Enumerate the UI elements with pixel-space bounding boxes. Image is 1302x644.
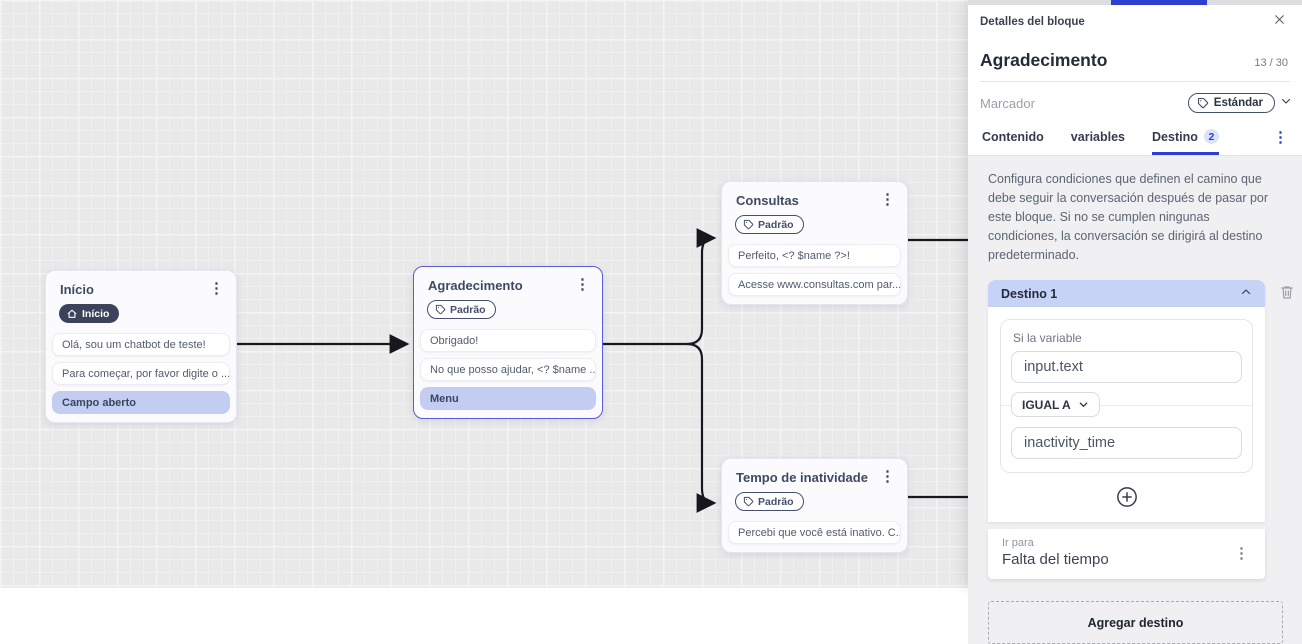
chevron-up-icon[interactable] [1240,285,1252,303]
add-condition-icon[interactable] [1116,486,1138,508]
destination-description: Configura condiciones que definen el cam… [988,170,1280,265]
tag-icon [1197,97,1209,109]
node-consultas[interactable]: Consultas ⋮ Padrão Perfeito, <? $name ?>… [721,181,908,305]
tab-destino[interactable]: Destino 2 [1152,129,1219,155]
node-menu-icon[interactable]: ⋮ [880,470,895,484]
message-item[interactable]: Para começar, por favor digite o ... [52,362,230,385]
trash-icon[interactable] [1279,284,1295,305]
node-title: Tempo de inatividade [736,470,868,485]
message-item[interactable]: Percebi que você está inativo. C... [728,521,901,544]
node-menu-icon[interactable]: ⋮ [880,193,895,207]
tag-icon [743,496,754,507]
standard-tag-pill: Padrão [427,300,496,319]
go-to-menu-icon[interactable]: ⋮ [1234,544,1249,562]
tab-variables[interactable]: variables [1071,130,1125,155]
message-item[interactable]: Perfeito, <? $name ?>! [728,244,901,267]
message-item[interactable]: No que posso ajudar, <? $name ... [420,358,596,381]
chevron-down-icon[interactable] [1280,94,1292,112]
node-inicio[interactable]: Início ⋮ Início Olá, sou um chatbot de t… [45,270,237,423]
node-menu-icon[interactable]: ⋮ [209,282,224,296]
variable-input[interactable] [1011,351,1242,383]
destino-tab-content: Configura condiciones que definen el cam… [968,156,1302,644]
node-title: Agradecimento [428,278,523,293]
destination-1-header[interactable]: Destino 1 [988,280,1265,307]
panel-top-strip [968,0,1302,5]
menu-item[interactable]: Menu [420,387,596,410]
node-title: Início [60,282,94,297]
block-name[interactable]: Agradecimento [980,50,1107,71]
start-badge: Início [59,304,119,323]
message-item[interactable]: Acesse www.consultas.com par... [728,273,901,296]
marker-field[interactable]: Marcador [980,96,1035,111]
destination-1-card: Destino 1 Si la variable IGUAL A [988,280,1265,579]
go-to-label: Ir para [1002,537,1109,549]
node-tempo-inatividade[interactable]: Tempo de inatividade ⋮ Padrão Percebi qu… [721,458,908,553]
tag-icon [435,304,446,315]
block-details-panel: Detalles del bloque Agradecimento 13 / 3… [968,0,1302,588]
condition-card: Si la variable IGUAL A [1000,319,1253,473]
go-to-section[interactable]: Ir para Falta del tiempo ⋮ [988,529,1265,579]
operator-select[interactable]: IGUAL A [1011,392,1100,417]
open-field-item[interactable]: Campo aberto [52,391,230,414]
char-counter: 13 / 30 [1254,57,1288,71]
standard-tag-pill: Padrão [735,492,804,511]
node-agradecimento[interactable]: Agradecimento ⋮ Padrão Obrigado! No que … [413,266,603,419]
edge-agradecimento-consultas [687,238,712,344]
hidden-tab-indicator [1111,0,1207,5]
home-icon [67,309,77,319]
node-menu-icon[interactable]: ⋮ [575,278,590,292]
message-item[interactable]: Obrigado! [420,329,596,352]
standard-tag-pill: Padrão [735,215,804,234]
message-item[interactable]: Olá, sou um chatbot de teste! [52,333,230,356]
value-input[interactable] [1011,427,1242,459]
tab-contenido[interactable]: Contenido [982,130,1044,155]
node-title: Consultas [736,193,799,208]
tabs-menu-icon[interactable]: ⋮ [1273,128,1288,155]
go-to-value: Falta del tiempo [1002,551,1109,568]
edge-agradecimento-tempo [687,344,712,503]
condition-label: Si la variable [1013,331,1242,345]
panel-title: Detalles del bloque [980,16,1085,28]
close-icon[interactable] [1273,13,1286,31]
chevron-down-icon [1078,399,1089,410]
destino-count-badge: 2 [1204,129,1219,144]
add-destination-button[interactable]: Agregar destino [988,601,1283,644]
standard-tag-selector[interactable]: Estándar [1188,93,1275,113]
tag-icon [743,219,754,230]
